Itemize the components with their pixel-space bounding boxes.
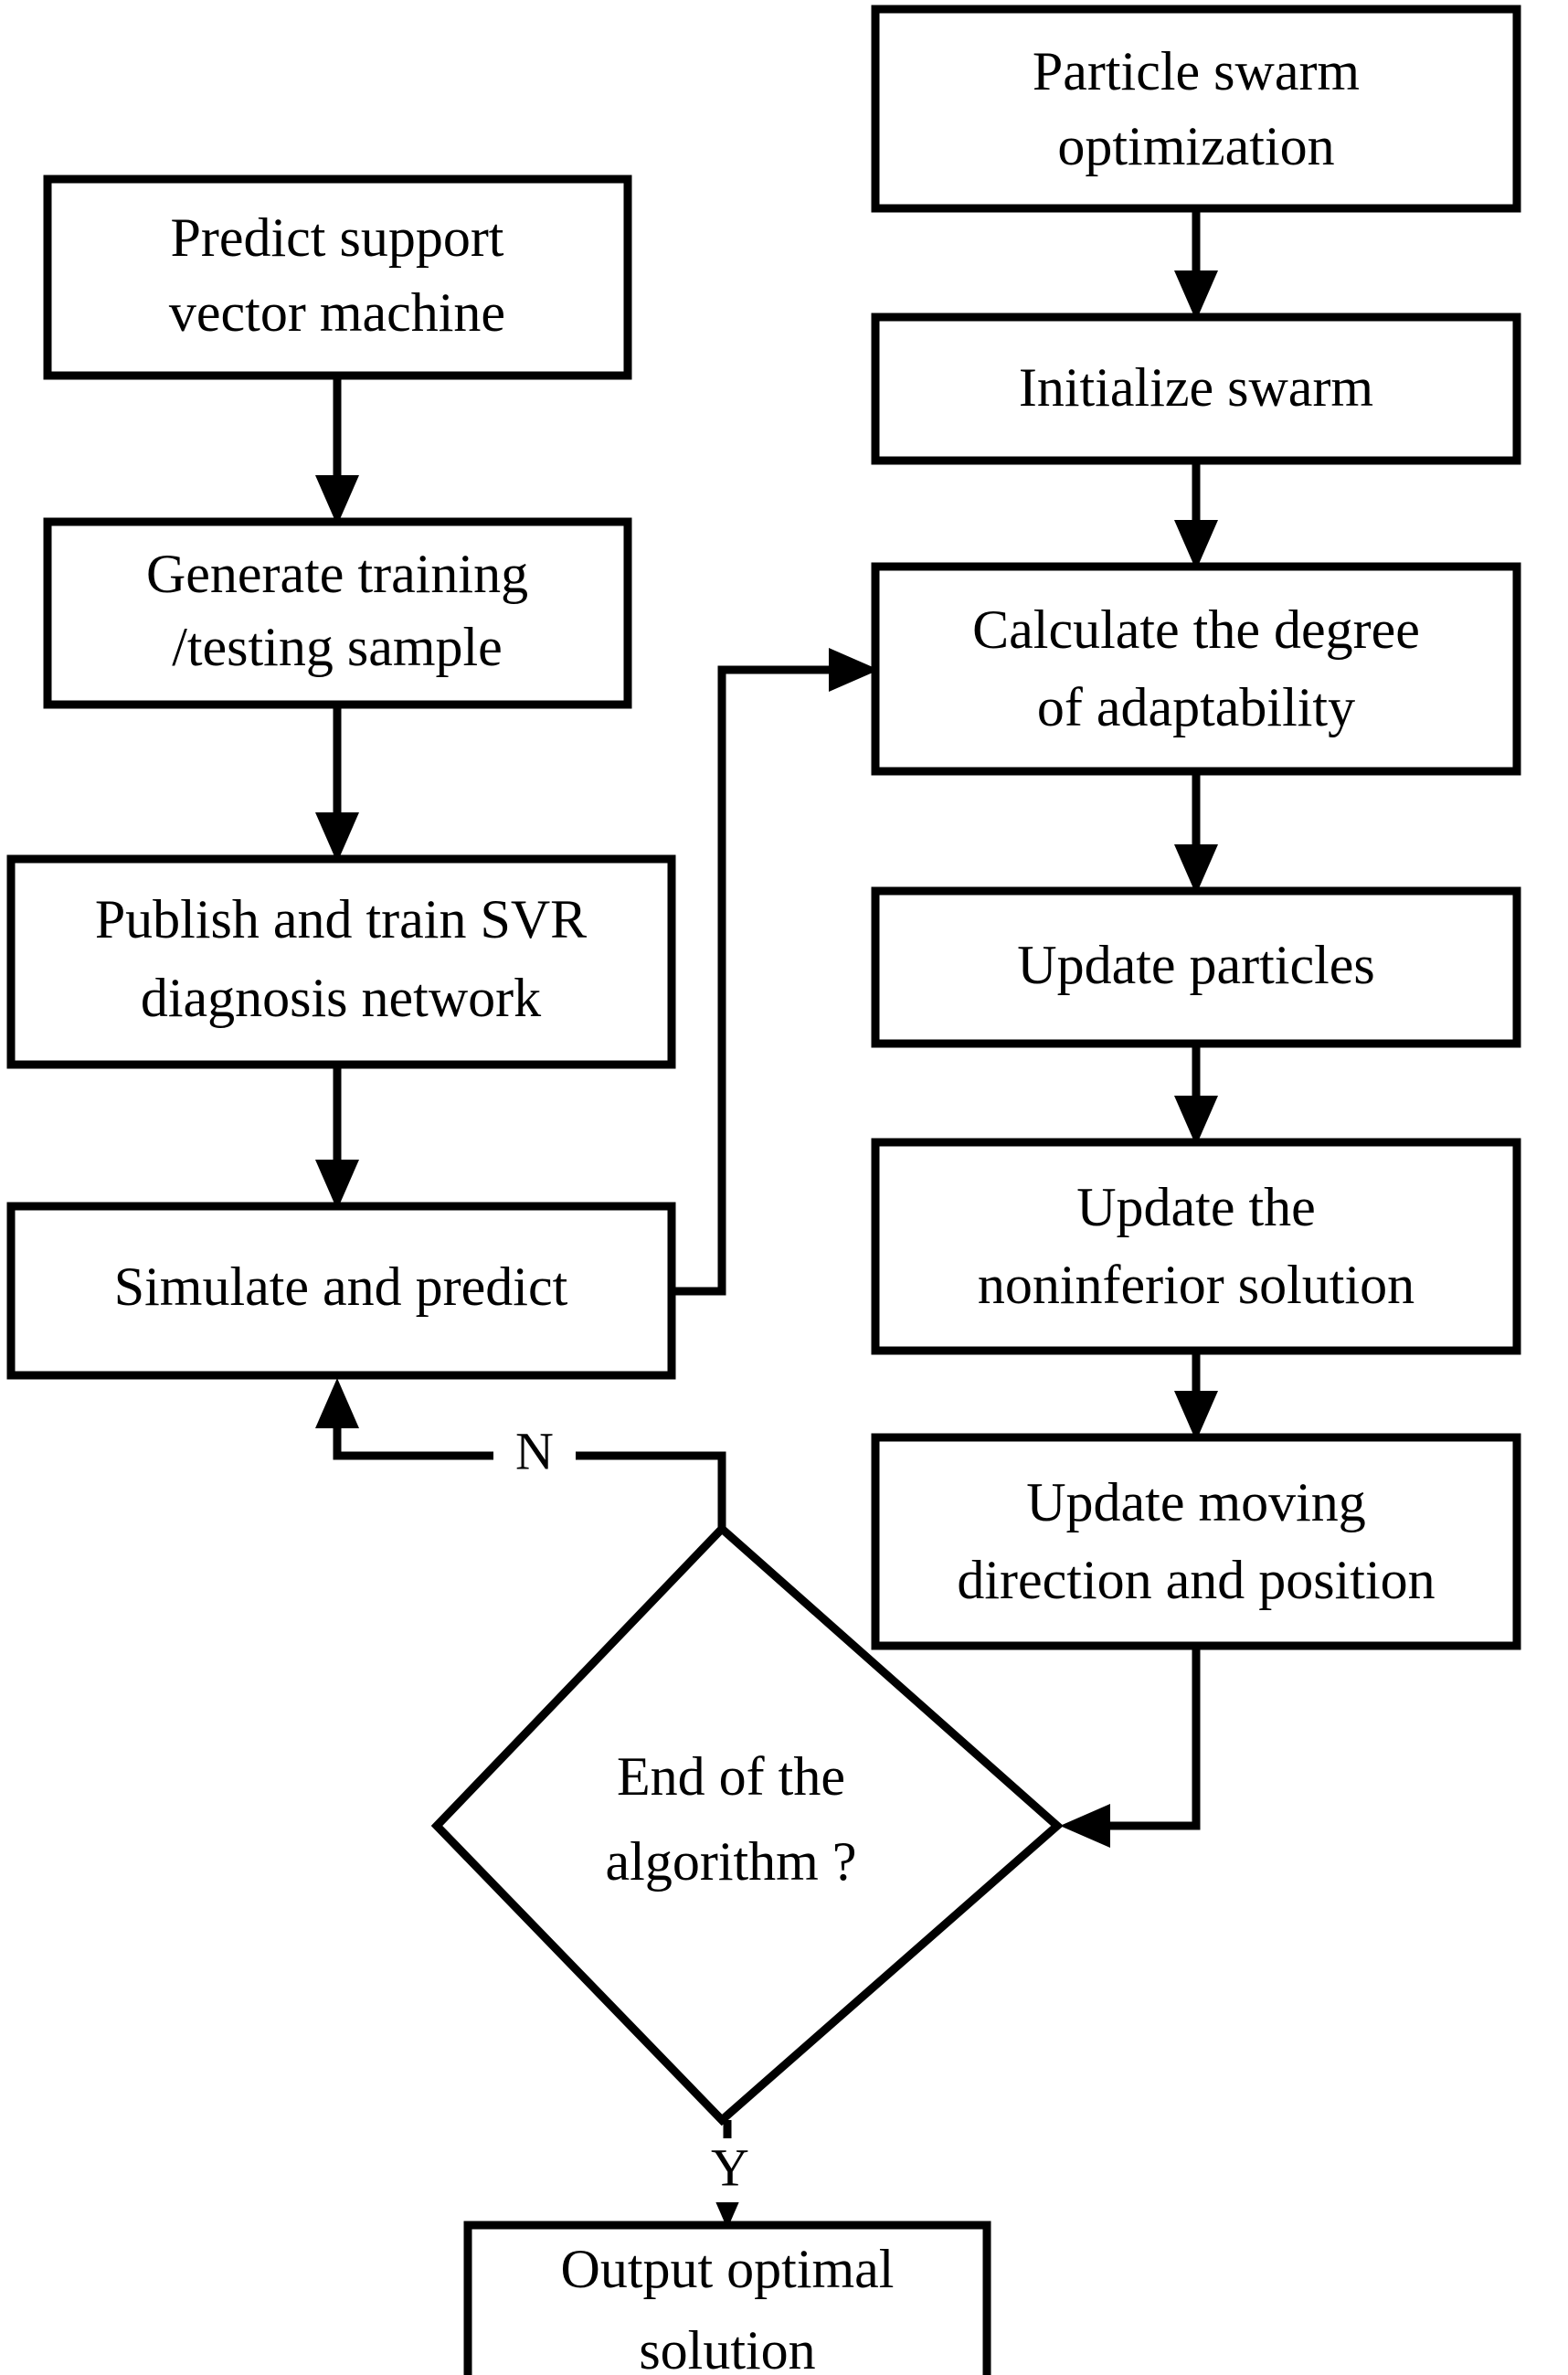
connector-update-moving-to-decision — [1060, 1646, 1201, 1848]
node-simulate-predict-line1: Simulate and predict — [114, 1256, 568, 1317]
node-end-decision-line1: End of the — [617, 1746, 845, 1807]
node-publish-train-line1: Publish and train SVR — [95, 889, 587, 949]
node-calc-adapt-line1: Calculate the degree — [972, 599, 1420, 660]
connector-update-particles-to-noninferior — [1174, 1044, 1218, 1146]
node-pso-line1: Particle swarm — [1033, 41, 1360, 101]
node-init-swarm-line1: Initialize swarm — [1019, 357, 1373, 418]
node-update-moving-line1: Update moving — [1026, 1472, 1366, 1532]
node-calculate-degree-of-adaptability[interactable]: Calculate the degree of adaptability — [871, 562, 1521, 776]
node-publish-train-svr-diagnosis-network[interactable]: Publish and train SVR diagnosis network — [6, 854, 676, 1069]
node-output-optimal-line2: solution — [639, 2320, 815, 2375]
node-end-of-algorithm-decision[interactable]: End of the algorithm ? — [430, 1522, 1064, 2126]
node-publish-train-line2: diagnosis network — [141, 968, 541, 1028]
node-end-decision-line2: algorithm ? — [606, 1831, 857, 1892]
connector-noninferior-to-update-moving — [1174, 1351, 1218, 1441]
connector-generate-to-publish — [315, 705, 359, 863]
node-update-noninferior-solution[interactable]: Update the noninferior solution — [871, 1138, 1521, 1355]
node-predict-support-vector-machine[interactable]: Predict support vector machine — [43, 175, 632, 380]
node-particle-swarm-optimization[interactable]: Particle swarm optimization — [871, 5, 1521, 213]
connector-publish-to-simulate — [315, 1065, 359, 1210]
node-update-noninferior-line2: noninferior solution — [978, 1255, 1414, 1315]
node-initialize-swarm[interactable]: Initialize swarm — [871, 313, 1521, 465]
node-update-particles[interactable]: Update particles — [871, 886, 1521, 1048]
node-predict-svm-line1: Predict support — [171, 207, 504, 268]
edge-label-yes: Y — [696, 2137, 764, 2202]
edge-label-no: N — [493, 1421, 576, 1490]
connector-initialize-to-calculate — [1174, 461, 1218, 570]
node-update-noninferior-line1: Update the — [1076, 1177, 1316, 1237]
node-generate-sample-line1: Generate training — [146, 544, 528, 604]
edge-label-no-text: N — [515, 1421, 554, 1480]
node-generate-training-testing-sample[interactable]: Generate training /testing sample — [43, 517, 632, 709]
connector-calculate-to-update-particles — [1174, 771, 1218, 895]
node-output-optimal-solution[interactable]: Output optimal solution — [463, 2221, 991, 2375]
node-update-moving-direction-and-position[interactable]: Update moving direction and position — [871, 1433, 1521, 1650]
node-calc-adapt-line2: of adaptability — [1037, 677, 1355, 737]
connector-simulate-to-calculate — [672, 648, 879, 1296]
node-generate-sample-line2: /testing sample — [172, 617, 503, 677]
connector-pso-to-initialize — [1174, 208, 1218, 321]
node-simulate-and-predict[interactable]: Simulate and predict — [6, 1202, 676, 1380]
node-predict-svm-line2: vector machine — [169, 282, 505, 343]
edge-label-yes-text: Y — [711, 2137, 749, 2197]
node-update-moving-line2: direction and position — [957, 1550, 1435, 1610]
node-pso-line2: optimization — [1057, 116, 1334, 176]
node-output-optimal-line1: Output optimal — [561, 2239, 895, 2299]
connector-predict-to-generate — [315, 376, 359, 525]
node-update-particles-line1: Update particles — [1017, 935, 1375, 995]
